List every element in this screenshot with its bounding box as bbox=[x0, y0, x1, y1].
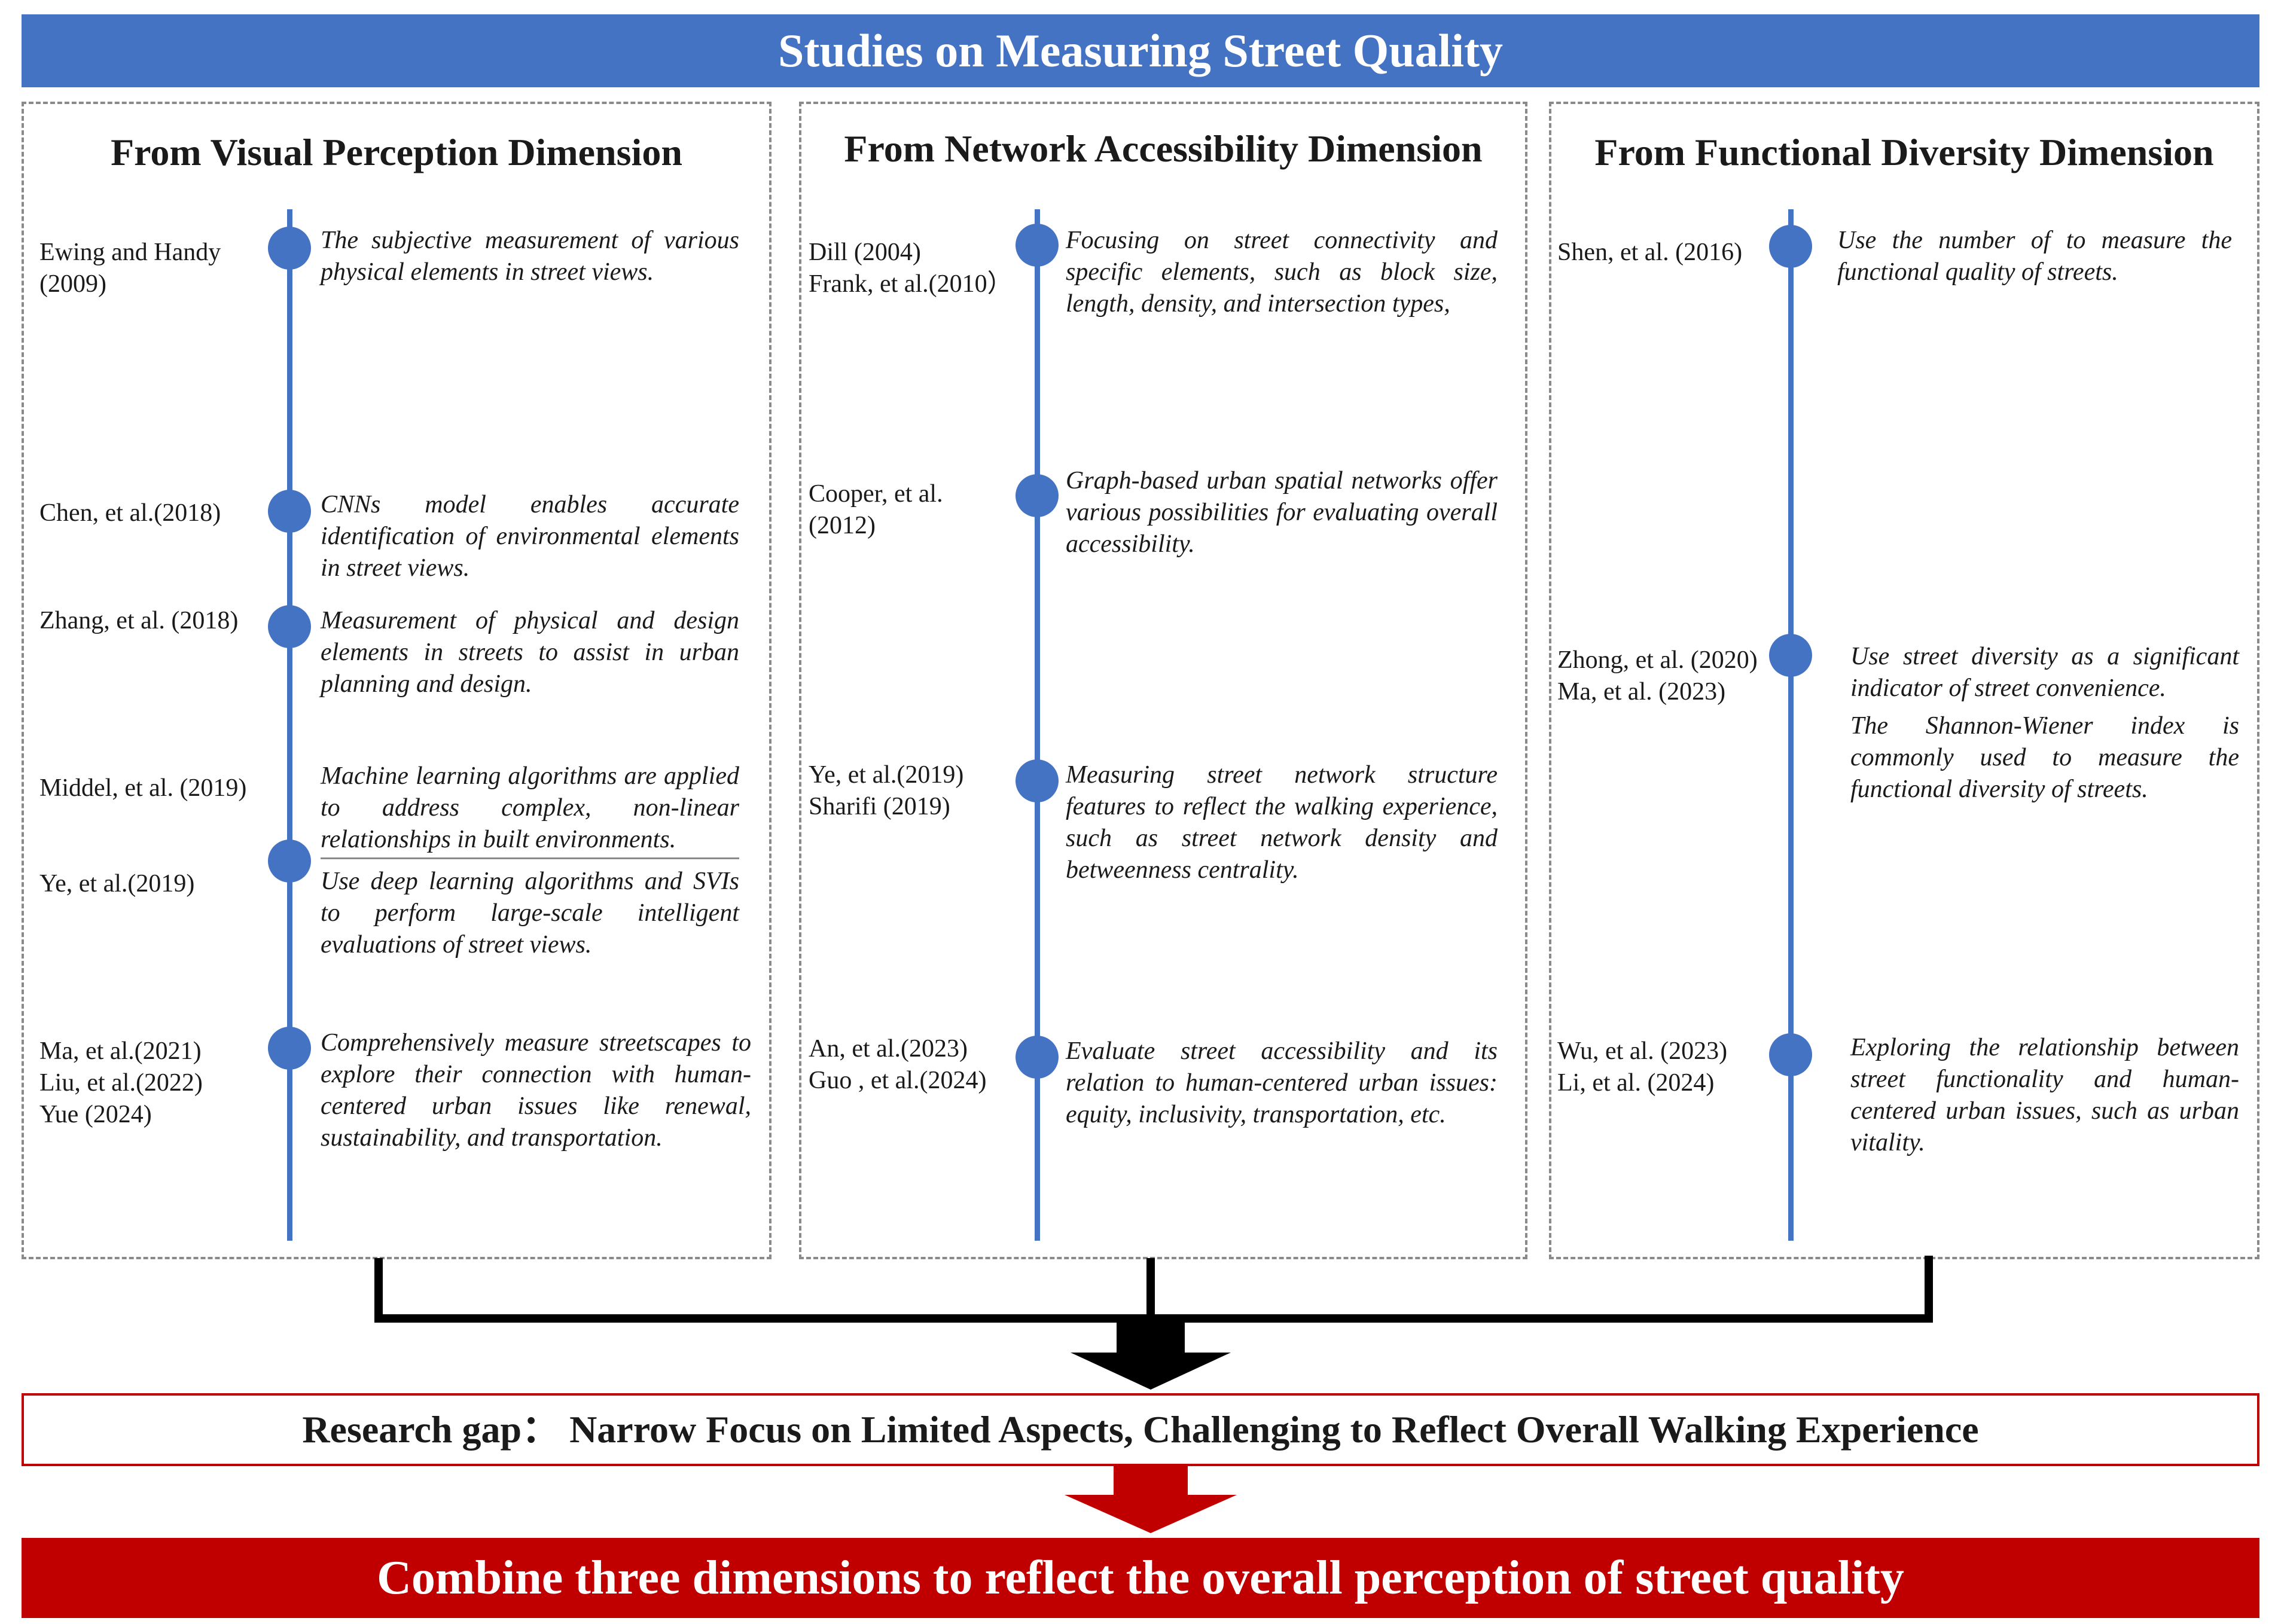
author-citation: Chen, et al.(2018) bbox=[39, 499, 221, 527]
timeline-line-visual bbox=[287, 209, 292, 1241]
study-description: CNNs model enables accurate identificati… bbox=[321, 491, 739, 582]
author-citation: Cooper, et al. (2012) bbox=[809, 480, 943, 539]
timeline-node bbox=[1769, 225, 1812, 268]
down-arrow-black-icon bbox=[1071, 1353, 1231, 1390]
timeline-node bbox=[268, 605, 311, 648]
entry-separator bbox=[321, 857, 739, 859]
connector-stem-right bbox=[1925, 1256, 1933, 1323]
panel-title-functional: From Functional Diversity Dimension bbox=[1594, 131, 2214, 173]
author-citation: Ewing and Handy (2009) bbox=[39, 239, 221, 298]
study-description: Measurement of physical and design eleme… bbox=[321, 607, 739, 698]
timeline-line-network bbox=[1035, 209, 1040, 1241]
connector-arrow-red-shaft bbox=[1114, 1466, 1188, 1495]
author-citation: An, et al.(2023) Guo , et al.(2024) bbox=[809, 1035, 987, 1094]
conclusion-banner: Combine three dimensions to reflect the … bbox=[22, 1538, 2259, 1618]
author-citation: Wu, et al. (2023) Li, et al. (2024) bbox=[1557, 1037, 1728, 1097]
timeline-node bbox=[1769, 1033, 1812, 1076]
author-citation: Shen, et al. (2016) bbox=[1557, 239, 1743, 266]
study-description: Use the number of to measure the functio… bbox=[1837, 227, 2232, 286]
author-citation: Dill (2004) Frank, et al.(2010） bbox=[809, 239, 1013, 298]
timeline-node bbox=[1769, 634, 1812, 677]
timeline-node bbox=[1016, 224, 1059, 267]
connector-arrow-shaft bbox=[1117, 1323, 1185, 1353]
connector-stem-center bbox=[1146, 1258, 1155, 1323]
panel-network-accessibility bbox=[799, 102, 1527, 1259]
down-arrow-red-icon bbox=[1065, 1495, 1237, 1533]
panel-visual-perception bbox=[22, 102, 771, 1259]
study-description: Use deep learning algorithms and SVIs to… bbox=[321, 868, 739, 958]
study-description: The subjective measurement of various ph… bbox=[321, 227, 739, 286]
connector-horizontal-bar bbox=[374, 1314, 1933, 1323]
study-description: Evaluate street accessibility and its re… bbox=[1066, 1037, 1498, 1128]
timeline-node bbox=[268, 840, 311, 883]
research-gap-box: Research gap： Narrow Focus on Limited As… bbox=[22, 1393, 2259, 1466]
timeline-node bbox=[268, 1027, 311, 1070]
author-citation: Ye, et al.(2019) Sharifi (2019) bbox=[809, 761, 964, 820]
study-description: Graph-based urban spatial networks offer… bbox=[1066, 467, 1498, 558]
timeline-node bbox=[268, 227, 311, 270]
study-description: Comprehensively measure streetscapes to … bbox=[321, 1029, 751, 1152]
study-description: Exploring the relationship between stree… bbox=[1850, 1034, 2239, 1156]
author-citation: Ma, et al.(2021) Liu, et al.(2022) Yue (… bbox=[39, 1037, 203, 1128]
timeline-node bbox=[268, 490, 311, 533]
author-citation: Ye, et al.(2019) bbox=[39, 870, 195, 898]
study-description: Machine learning algorithms are applied … bbox=[321, 762, 739, 853]
study-description: Focusing on street connectivity and spec… bbox=[1066, 227, 1498, 318]
study-description: Use street diversity as a significant in… bbox=[1850, 643, 2239, 702]
panel-title-visual: From Visual Perception Dimension bbox=[111, 131, 682, 173]
research-gap-text: Research gap： Narrow Focus on Limited As… bbox=[302, 1408, 1979, 1451]
timeline-line-functional bbox=[1788, 209, 1794, 1241]
author-citation: Middel, et al. (2019) bbox=[39, 774, 247, 802]
panel-functional-diversity bbox=[1549, 102, 2259, 1259]
timeline-node bbox=[1016, 759, 1059, 802]
connector-stem-left bbox=[374, 1258, 383, 1323]
page-title: Studies on Measuring Street Quality bbox=[778, 25, 1503, 77]
author-citation: Zhong, et al. (2020) Ma, et al. (2023) bbox=[1557, 646, 1758, 706]
study-description-secondary: The Shannon-Wiener index is commonly use… bbox=[1850, 712, 2239, 803]
title-banner: Studies on Measuring Street Quality bbox=[22, 14, 2259, 87]
timeline-node bbox=[1016, 474, 1059, 517]
panel-title-network: From Network Accessibility Dimension bbox=[844, 127, 1483, 170]
study-description: Measuring street network structure featu… bbox=[1066, 761, 1498, 884]
timeline-node bbox=[1016, 1036, 1059, 1079]
conclusion-text: Combine three dimensions to reflect the … bbox=[377, 1552, 1904, 1604]
author-citation: Zhang, et al. (2018) bbox=[39, 607, 239, 634]
